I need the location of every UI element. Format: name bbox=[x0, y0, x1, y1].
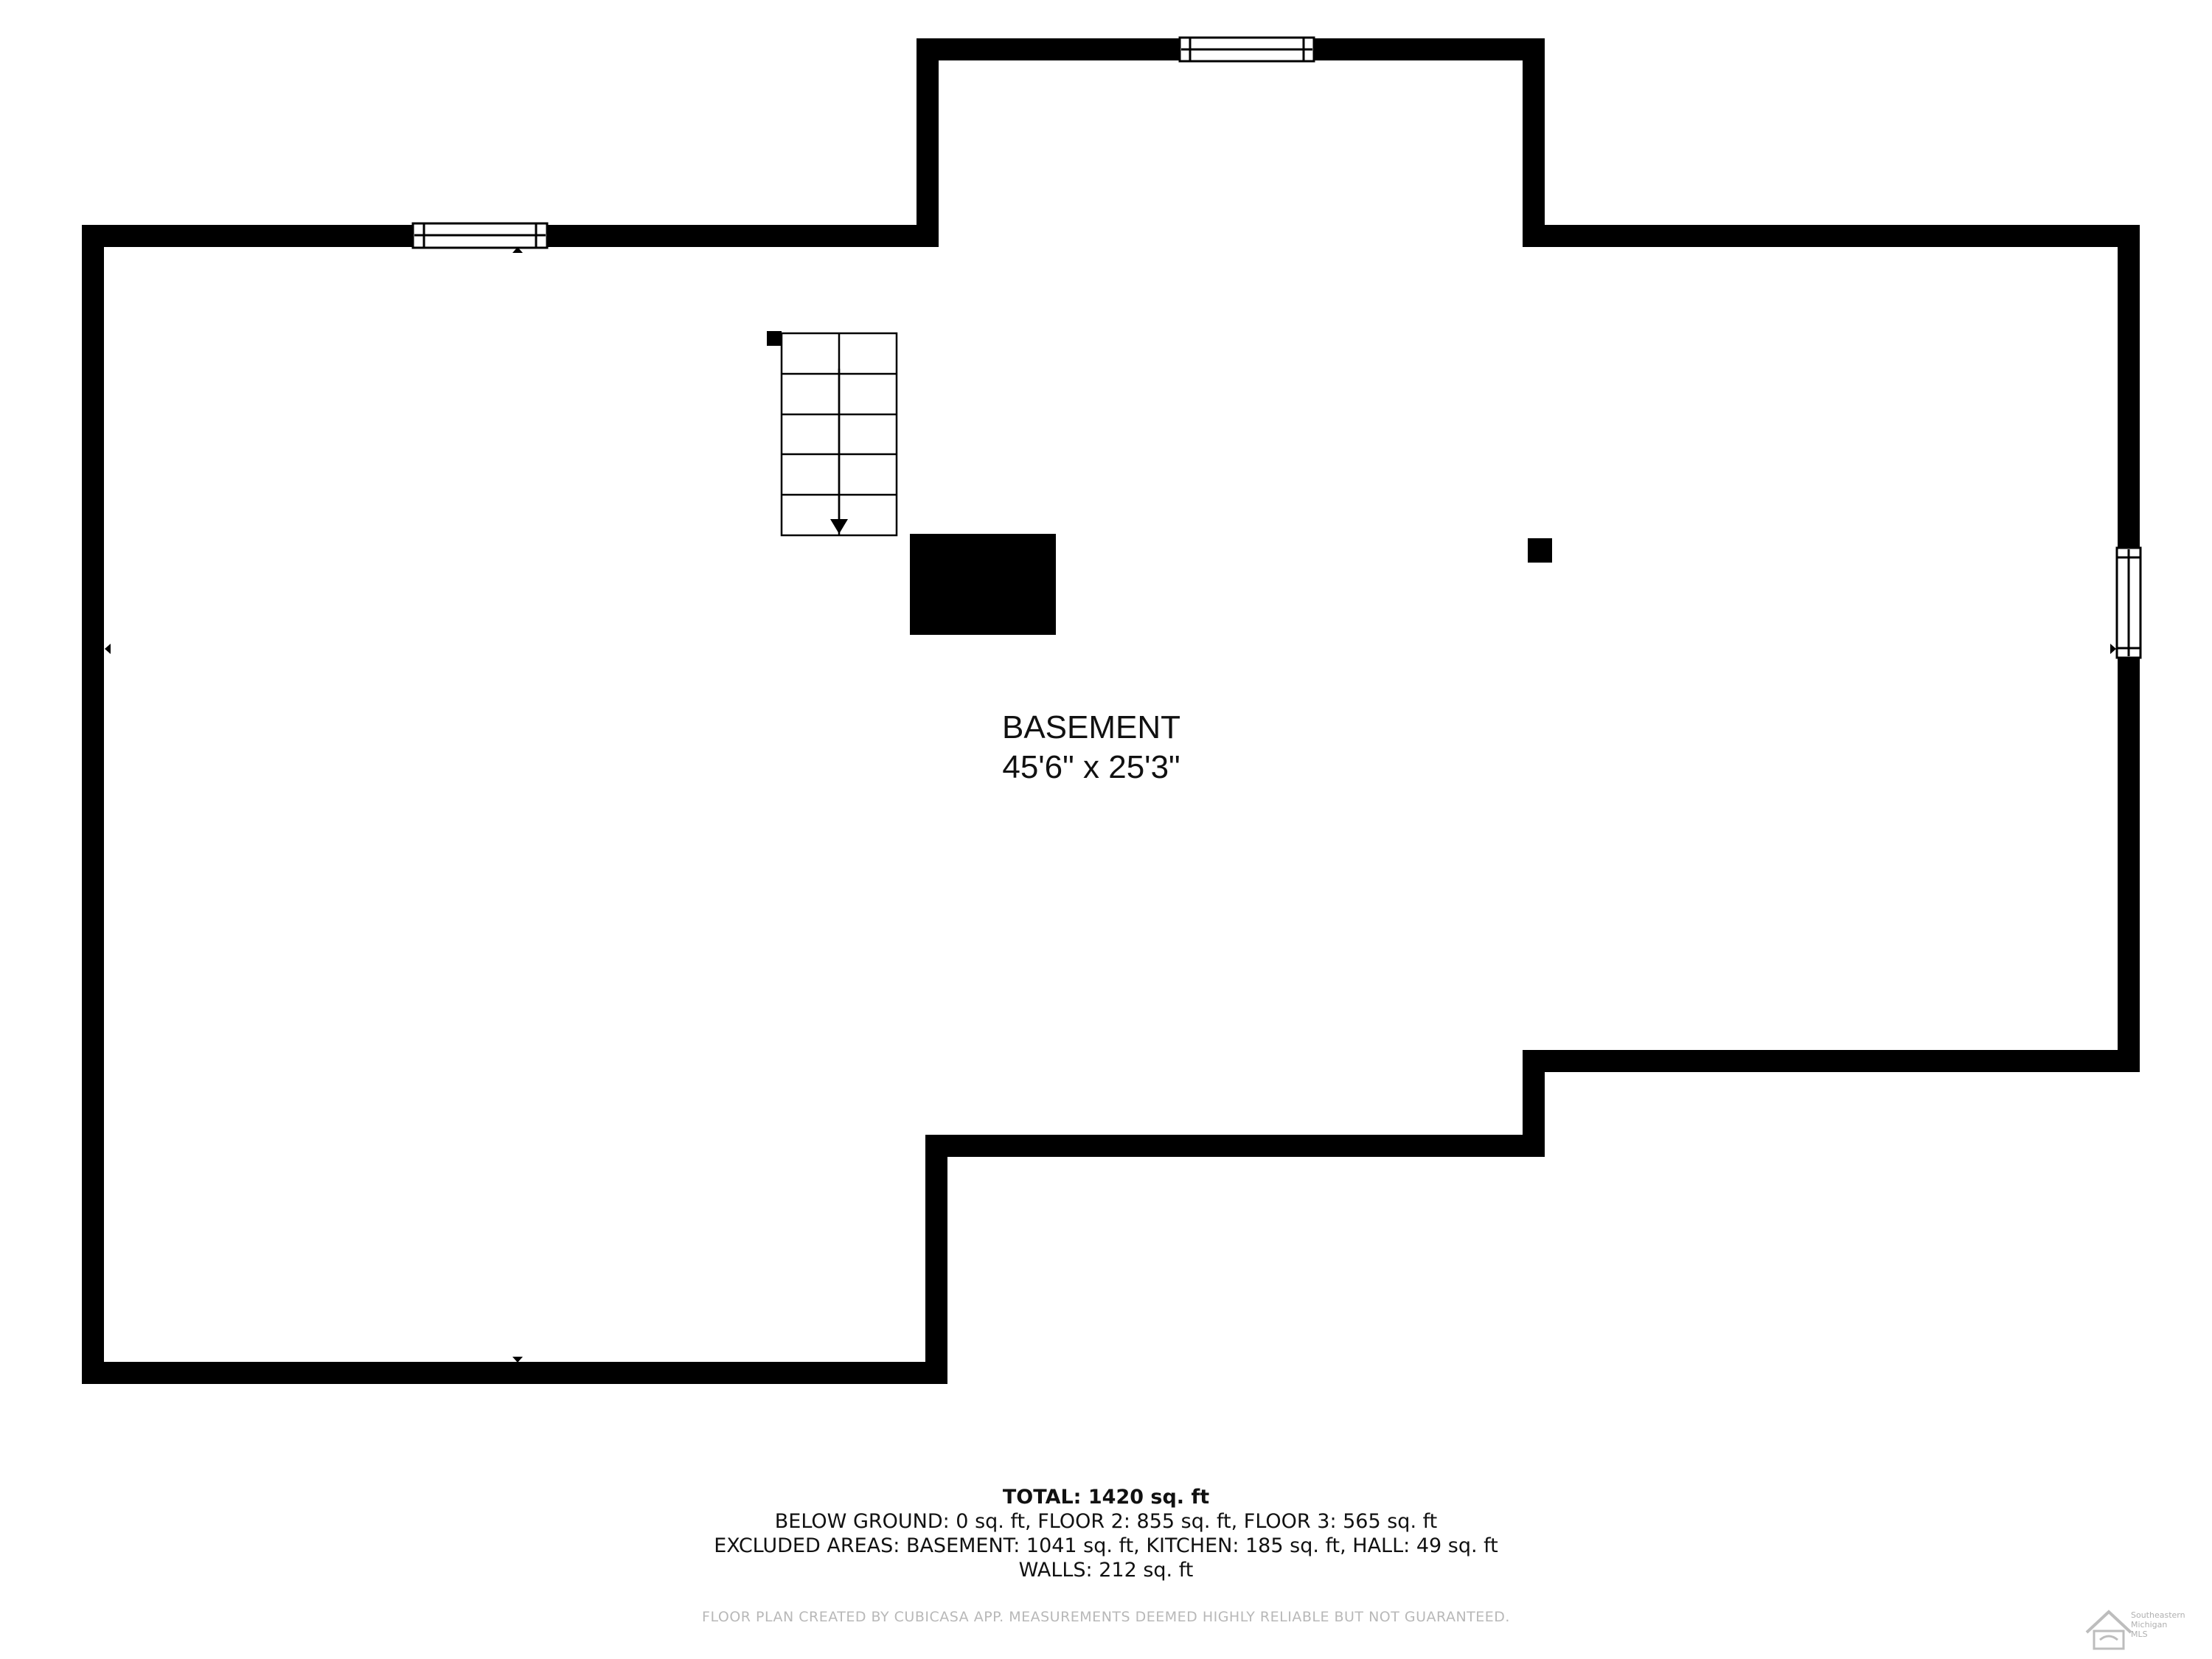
logo-line-1: Southeastern bbox=[2131, 1610, 2185, 1620]
excluded-areas: EXCLUDED AREAS: BASEMENT: 1041 sq. ft, K… bbox=[714, 1534, 1498, 1557]
window-right bbox=[2115, 546, 2142, 659]
floor-breakdown: BELOW GROUND: 0 sq. ft, FLOOR 2: 855 sq.… bbox=[774, 1510, 1438, 1533]
marker-right bbox=[2110, 644, 2116, 654]
support-column bbox=[1528, 538, 1552, 563]
total-area: TOTAL: 1420 sq. ft bbox=[1002, 1486, 1210, 1509]
logo-line-2: Michigan bbox=[2131, 1620, 2168, 1630]
room-dimensions: 45'6" x 25'3" bbox=[1002, 749, 1180, 785]
room-label: BASEMENT 45'6" x 25'3" bbox=[907, 708, 1276, 787]
disclaimer: FLOOR PLAN CREATED BY CUBICASA APP. MEAS… bbox=[702, 1609, 1510, 1625]
marker-bottom bbox=[512, 1357, 523, 1363]
marker-left bbox=[105, 644, 111, 654]
window-top bbox=[1178, 36, 1315, 63]
logo-line-3: MLS bbox=[2131, 1630, 2148, 1639]
area-summary: TOTAL: 1420 sq. ft BELOW GROUND: 0 sq. f… bbox=[516, 1485, 1696, 1582]
mls-logo-icon bbox=[2085, 1610, 2132, 1650]
marker-top bbox=[512, 247, 523, 253]
exterior-wall bbox=[82, 38, 2140, 1384]
stair-post bbox=[767, 331, 782, 346]
walls-area: WALLS: 212 sq. ft bbox=[1018, 1559, 1194, 1582]
stair-arrow-icon bbox=[830, 519, 848, 534]
mls-logo-text: Southeastern Michigan MLS bbox=[2131, 1610, 2212, 1639]
chimney-block bbox=[910, 534, 1056, 635]
room-name: BASEMENT bbox=[1001, 709, 1181, 745]
window-left bbox=[411, 222, 549, 249]
